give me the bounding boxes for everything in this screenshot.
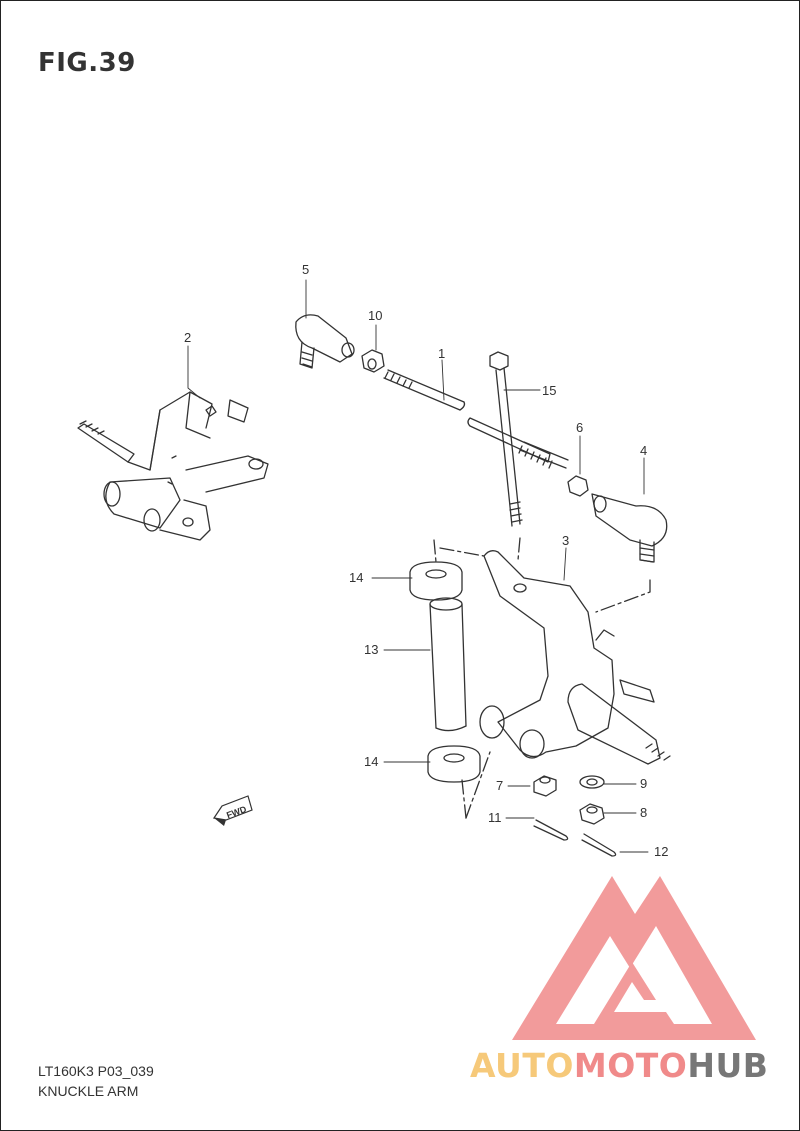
part-11-cotter-pin	[533, 819, 569, 841]
callout-9: 9	[640, 776, 647, 791]
assembly-guides	[433, 537, 651, 819]
callout-8: 8	[640, 805, 647, 820]
leader-lines	[187, 279, 649, 853]
watermark-brand: AUTOMOTOHUB	[470, 1046, 768, 1085]
brand-part-moto: MOTO	[573, 1046, 688, 1085]
model-code: LT160K3 P03_039	[38, 1063, 154, 1079]
figure-title: FIG.39	[38, 48, 136, 78]
part-10-nut	[361, 349, 385, 373]
part-15-bolt	[489, 351, 523, 527]
part-8-castle-nut	[579, 803, 605, 825]
callout-10: 10	[368, 308, 382, 323]
callout-5: 5	[302, 262, 309, 277]
callout-11: 11	[488, 810, 502, 825]
callout-14-upper: 14	[349, 570, 363, 585]
callout-13: 13	[364, 642, 378, 657]
callout-7: 7	[496, 778, 503, 793]
callout-2: 2	[184, 330, 191, 345]
part-2-knuckle	[77, 391, 269, 541]
part-1-tie-rod	[383, 369, 569, 469]
callout-15: 15	[542, 383, 556, 398]
callout-4: 4	[640, 443, 647, 458]
callout-3: 3	[562, 533, 569, 548]
brand-part-hub: HUB	[687, 1046, 769, 1085]
callout-12: 12	[654, 844, 668, 859]
brand-part-auto: AUTO	[470, 1046, 574, 1085]
part-4-tie-rod-end	[591, 493, 668, 563]
part-3-knuckle-arm	[479, 550, 671, 765]
section-name: KNUCKLE ARM	[38, 1083, 139, 1099]
part-9-washer	[579, 775, 605, 789]
callout-1: 1	[438, 346, 445, 361]
callout-14-lower: 14	[364, 754, 378, 769]
callout-6: 6	[576, 420, 583, 435]
callout-labels: 2 5 10 1 15 6 4 3 14 13 14 7 9 8 11 12	[184, 262, 668, 859]
part-12-cotter-pin	[581, 833, 617, 857]
part-13-sleeve	[429, 597, 467, 732]
part-5-tie-rod-end	[295, 314, 355, 369]
part-14-lower-washer	[427, 745, 481, 783]
watermark-logo	[512, 876, 756, 1040]
part-7-flange-nut	[533, 775, 557, 797]
part-6-nut	[567, 475, 589, 497]
part-14-upper-washer	[409, 561, 463, 601]
fwd-direction-arrow: FWD	[212, 795, 253, 826]
